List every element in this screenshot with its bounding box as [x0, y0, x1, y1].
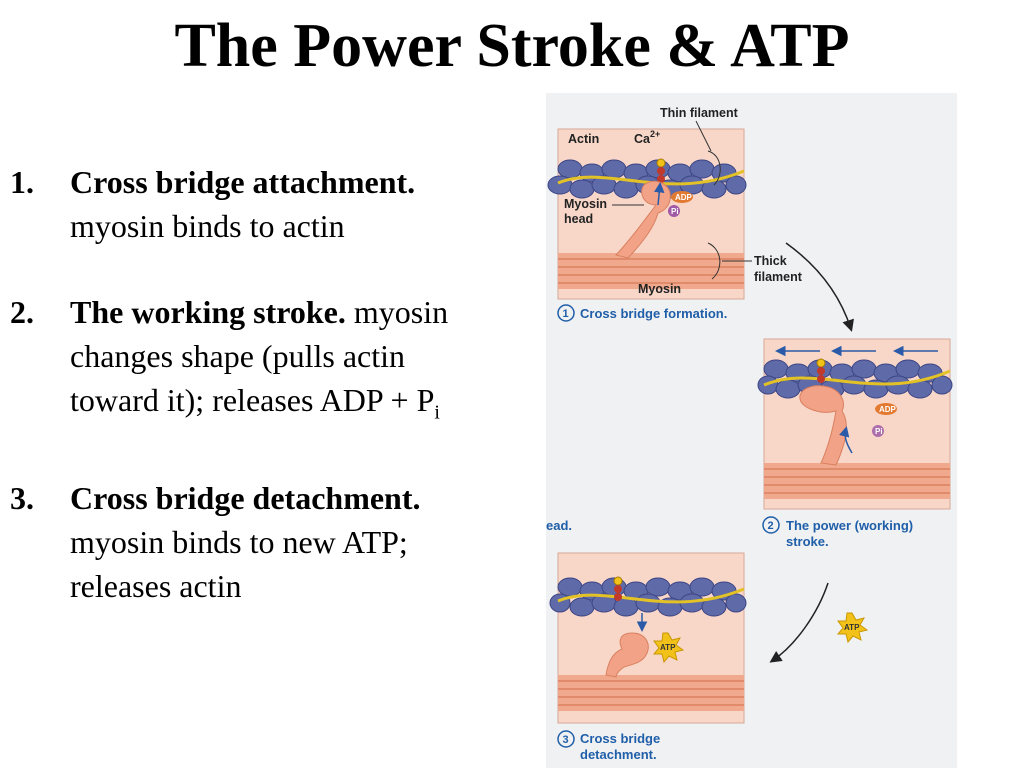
- calcium-symbol: Ca: [634, 132, 651, 146]
- step-circle: [557, 304, 575, 322]
- thick-filament: [558, 253, 744, 289]
- step-number: 2.: [10, 294, 34, 330]
- thin-filament-bracket: [707, 150, 721, 186]
- troponin: [614, 585, 622, 593]
- caption-detachment-line1: Cross bridge: [580, 731, 660, 746]
- thick-filament: [764, 463, 950, 499]
- phosphate-label: Pi: [671, 207, 679, 216]
- stroke-arrow: [839, 426, 853, 454]
- troponin: [657, 175, 665, 183]
- cycle-arrow: [769, 582, 829, 663]
- adp-label: ADP: [675, 193, 693, 202]
- myosin-head: [605, 632, 649, 678]
- panel-cross-bridge-formation: ADP Pi Thin filament Actin Ca2+ Myosin h…: [547, 106, 803, 322]
- tropomyosin: [557, 587, 745, 604]
- caption-cross-bridge-formation: Cross bridge formation.: [580, 306, 727, 321]
- myosin-label: Myosin: [638, 282, 681, 296]
- cross-bridge-cycle-figure: ADP Pi Thin filament Actin Ca2+ Myosin h…: [546, 93, 957, 768]
- cycle-arrow: [785, 242, 854, 332]
- calcium-charge: 2+: [650, 129, 660, 139]
- myosin-head-label-line1: Myosin: [564, 197, 607, 211]
- step-description: myosin changes shape (pulls actin toward…: [70, 294, 449, 418]
- tropomyosin: [763, 369, 951, 387]
- caption-power-stroke-line1: The power (working): [786, 518, 913, 533]
- step-subscript: i: [434, 401, 440, 424]
- atp-burst: [652, 632, 685, 664]
- step-number: 3.: [10, 480, 34, 517]
- steps-list: 1. Cross bridge attachment. myosin binds…: [0, 160, 540, 608]
- step-circle: [557, 730, 575, 748]
- tropomyosin: [557, 169, 745, 186]
- adp-label: ADP: [879, 405, 897, 414]
- thin-filament-label: Thin filament: [660, 106, 739, 120]
- step-item: 2. The working stroke. myosin changes sh…: [0, 290, 470, 434]
- caption-detachment-line2: detachment.: [580, 747, 657, 762]
- step-number: 1.: [10, 164, 34, 200]
- calcium-label: Ca2+: [634, 129, 660, 146]
- adp-molecule: [875, 403, 897, 415]
- binding-arrow: [654, 182, 665, 206]
- step-item: 3. Cross bridge detachment. myosin binds…: [0, 476, 470, 608]
- step-item: 1. Cross bridge attachment. myosin binds…: [0, 160, 470, 248]
- caption-power-stroke-line2: stroke.: [786, 534, 829, 549]
- caption-number: 2: [768, 520, 774, 532]
- step-description: myosin binds to new ATP; releases actin: [70, 524, 408, 605]
- step-circle: [762, 516, 780, 534]
- step-heading: Cross bridge attachment.: [70, 164, 416, 200]
- caption-number: 1: [563, 308, 569, 320]
- atp-label: ATP: [660, 643, 676, 652]
- troponin: [817, 375, 825, 383]
- myosin-head: [799, 385, 847, 466]
- step-heading: The working stroke.: [70, 294, 346, 330]
- free-atp-burst: [836, 612, 869, 644]
- troponin: [817, 367, 825, 375]
- panel-power-stroke: ADP Pi 2 The power (working) stroke. ead…: [546, 338, 953, 549]
- thick-filament-label-line1: Thick: [754, 254, 787, 268]
- label-leader: [695, 120, 712, 152]
- troponin: [657, 167, 665, 175]
- caption-number: 3: [563, 734, 569, 746]
- free-atp-label: ATP: [844, 623, 860, 632]
- phosphate-molecule: [668, 205, 680, 217]
- cut-off-caption-text: ead.: [546, 518, 572, 533]
- thick-filament: [558, 675, 744, 711]
- phosphate-molecule: [872, 425, 884, 437]
- cross-bridge-diagram: ADP Pi Thin filament Actin Ca2+ Myosin h…: [546, 106, 953, 762]
- calcium-ion: [656, 158, 666, 168]
- myosin-head-label-line2: head: [564, 212, 593, 226]
- phosphate-label: Pi: [875, 427, 883, 436]
- step-heading: Cross bridge detachment.: [70, 480, 421, 517]
- actin-label: Actin: [568, 132, 599, 146]
- calcium-ion: [613, 576, 623, 586]
- page-title: The Power Stroke & ATP: [174, 12, 850, 80]
- troponin: [614, 593, 622, 601]
- adp-molecule: [671, 191, 693, 203]
- thick-filament-bracket: [707, 242, 721, 280]
- panel-cross-bridge-detachment: ATP 3 Cross bridge detachment.: [549, 552, 747, 762]
- thick-filament-label-line2: filament: [754, 270, 803, 284]
- step-description: myosin binds to actin: [70, 208, 345, 244]
- calcium-ion: [816, 358, 826, 368]
